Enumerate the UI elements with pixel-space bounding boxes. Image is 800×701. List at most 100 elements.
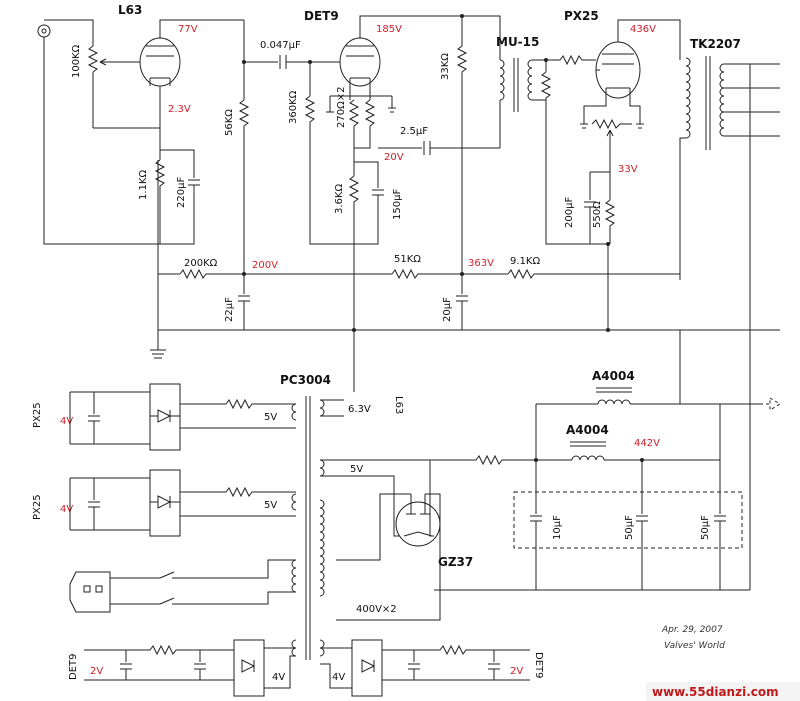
cap-22uf-value: 22μF xyxy=(224,297,235,322)
pc3004-transformer xyxy=(291,396,325,660)
filter-cap-group xyxy=(513,491,743,549)
rectifier-bridge-d xyxy=(351,639,383,697)
signature-date: Apr. 29, 2007 xyxy=(661,625,723,635)
sec-400v-label: 400V×2 xyxy=(356,604,397,615)
watermark: www.55dianzi.com xyxy=(652,685,779,699)
px25-tube xyxy=(595,19,681,100)
resistor-3k6-value: 3.6KΩ xyxy=(334,184,345,214)
det9-supply-r-cap2 xyxy=(488,650,500,680)
cap-10uf-value: 10μF xyxy=(552,515,563,540)
signature-author: Valves' World xyxy=(664,641,725,651)
det9-tube xyxy=(339,15,462,90)
cap-50uf-b-value: 50μF xyxy=(700,515,711,540)
rectifier-bridge-c xyxy=(233,639,265,697)
resistor-200k xyxy=(179,268,244,280)
cap-10uf xyxy=(530,460,542,590)
resistor-33k-value: 33KΩ xyxy=(440,53,451,80)
filament-hum-pot xyxy=(326,90,396,149)
resistor-9k1 xyxy=(507,268,680,280)
cap-0047uf xyxy=(279,55,310,69)
resistor-33k xyxy=(456,45,468,274)
det9-supply-l-cap2 xyxy=(194,650,206,680)
resistor-grid-px25 xyxy=(540,71,552,112)
volume-pot-value: 100KΩ xyxy=(71,44,82,78)
det9-label: DET9 xyxy=(304,9,339,23)
sec-63v-label: 6.3V xyxy=(348,404,371,415)
resistor-550-value: 550Ω xyxy=(592,201,603,228)
sec-63v-dest: L63 xyxy=(393,396,404,414)
watermark-bg xyxy=(646,682,800,701)
det9-plate-voltage: 185V xyxy=(376,24,402,35)
rectifier-bridge-b xyxy=(149,469,181,537)
px25-supply-a-cap xyxy=(88,392,100,444)
px25-supply-b-cap xyxy=(88,478,100,530)
l63-cathode-voltage: 2.3V xyxy=(168,104,191,115)
px25-supply-a-voltage: 4V xyxy=(60,416,73,427)
resistor-550 xyxy=(604,199,616,244)
mu15-label: MU-15 xyxy=(496,35,539,49)
det9-supply-r-cap1 xyxy=(408,650,420,680)
det9-supply-l-label: DET9 xyxy=(68,654,79,681)
tk2207-label: TK2207 xyxy=(690,37,741,51)
choke-upper xyxy=(596,387,632,405)
cap-150uf xyxy=(354,189,384,245)
cap-20uf xyxy=(456,295,468,330)
det9-supply-r-voltage: 2V xyxy=(510,666,523,677)
resistor-360k xyxy=(304,95,354,245)
hum-pot-value: 270Ω×2 xyxy=(336,87,347,128)
det9-supply-l-voltage: 2V xyxy=(90,666,103,677)
cap-0047uf-value: 0.047μF xyxy=(260,40,301,51)
sec-5v-a-label: 5V xyxy=(264,412,277,423)
cap-50uf-a-value: 50μF xyxy=(624,515,635,540)
resistor-9k1-value: 9.1KΩ xyxy=(510,256,540,267)
px25-supply-b-voltage: 4V xyxy=(60,504,73,515)
det9-supply-l-4v: 4V xyxy=(272,672,285,683)
det9-supply-l-cap1 xyxy=(120,650,132,680)
cap-150uf-value: 150μF xyxy=(392,189,403,220)
sec-5v-c-label: 5V xyxy=(350,464,363,475)
sec-5v-b-label: 5V xyxy=(264,500,277,511)
cap-200uf-value: 200μF xyxy=(564,197,575,228)
pc3004-label: PC3004 xyxy=(280,373,331,387)
cap-50uf-a xyxy=(636,460,648,590)
det9-cathode-voltage: 20V xyxy=(384,152,404,163)
resistor-200k-value: 200KΩ xyxy=(184,258,218,269)
gz37-tube xyxy=(395,494,441,547)
mains-inlet xyxy=(69,571,111,613)
l63-plate-voltage: 77V xyxy=(178,24,198,35)
px25-filament-pot xyxy=(580,100,644,140)
gz37-label: GZ37 xyxy=(438,555,473,569)
mu15-transformer xyxy=(499,58,533,148)
cap-220uf xyxy=(160,179,200,245)
choke-upper-label: A4004 xyxy=(592,369,635,383)
resistor-360k-value: 360KΩ xyxy=(288,90,299,124)
px25-supply-b-label: PX25 xyxy=(32,494,43,520)
resistor-56k xyxy=(238,99,250,274)
l63-label: L63 xyxy=(118,3,142,17)
cap-220uf-value: 220μF xyxy=(176,177,187,208)
resistor-51k xyxy=(391,268,462,280)
choke-lower-label: A4004 xyxy=(566,423,609,437)
det9-supply-r-voltage-4v: 4V xyxy=(332,672,345,683)
resistor-1k1 xyxy=(154,159,166,244)
px25-label: PX25 xyxy=(564,9,599,23)
volume-potentiometer xyxy=(87,45,120,128)
cap-200uf xyxy=(584,172,596,244)
px25-cathode-voltage: 33V xyxy=(618,164,638,175)
resistor-56k-value: 56KΩ xyxy=(224,109,235,136)
choke-lower xyxy=(570,441,606,461)
rectifier-bridge-a xyxy=(149,383,181,451)
tk2207-transformer xyxy=(685,56,725,150)
bplus-200v: 200V xyxy=(252,260,278,271)
cap-20uf-value: 20μF xyxy=(442,297,453,322)
l63-tube xyxy=(139,19,244,87)
bplus-363v: 363V xyxy=(468,258,494,269)
input-jack xyxy=(37,24,51,38)
resistor-51k-value: 51KΩ xyxy=(394,254,421,265)
bplus-442v: 442V xyxy=(634,438,660,449)
cap-25uf-value: 2.5μF xyxy=(400,126,428,137)
resistor-3k6 xyxy=(348,175,360,340)
cap-25uf xyxy=(423,141,500,155)
resistor-1k1-value: 1.1KΩ xyxy=(138,170,149,200)
